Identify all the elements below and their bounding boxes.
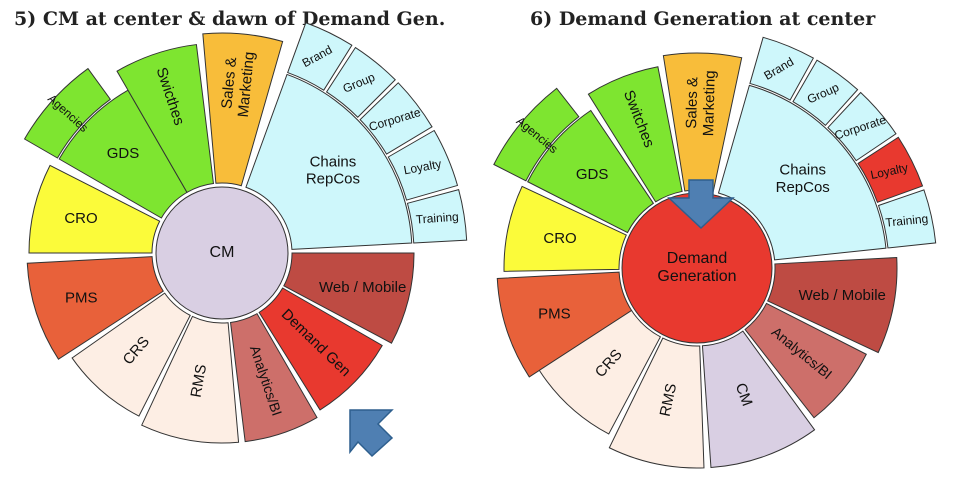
segment-agencies: Agencies (493, 87, 580, 182)
segment-training-label: Training (415, 210, 459, 227)
segment-gds-label: GDS (576, 166, 609, 183)
segment-brand-shape (749, 36, 815, 101)
segment-web-mobile-shape (767, 257, 898, 354)
segment-loyalty: Loyalty (387, 129, 459, 201)
segment-chains-repcos-shape (717, 84, 887, 261)
center-hub-label: CM (210, 244, 235, 261)
segment-cro-label: CRO (64, 210, 97, 227)
segment-rms-shape (608, 337, 705, 469)
segment-pms-shape (496, 271, 633, 378)
segment-cro-label: CRO (543, 230, 576, 247)
segment-cro: CRO (503, 185, 627, 272)
segment-training: Training (406, 188, 468, 244)
segment-pms: PMS (26, 256, 164, 360)
segment-brand: Brand (749, 36, 815, 101)
segment-loyalty-label: Loyalty (403, 157, 443, 178)
segment-switches: Switches (587, 66, 683, 203)
segment-corporate-shape (359, 82, 433, 155)
segment-cro-shape (28, 164, 161, 254)
segment-agencies-shape (493, 87, 580, 182)
segment-cm: CM (701, 330, 816, 469)
segment-crs-shape (538, 309, 662, 435)
segment-corporate: Corporate (827, 91, 897, 162)
segment-crs-shape (71, 292, 191, 417)
segment-analytics-bi: Analytics/BI (744, 302, 867, 419)
segment-loyalty-shape (387, 129, 459, 201)
segment-loyalty-shape (857, 136, 924, 203)
segment-chains-repcos-shape (245, 73, 413, 250)
segment-rms-label: RMS (657, 382, 681, 418)
segment-sales-marketing-label: Sales &Marketing (218, 49, 258, 118)
segment-sales-marketing-shape (202, 32, 284, 187)
segment-training-shape (877, 189, 937, 249)
pointer-arrow-icon (667, 179, 735, 230)
segment-web-mobile: Web / Mobile (283, 252, 415, 344)
segment-crs: CRS (71, 292, 191, 417)
segment-swicthes-shape (116, 44, 215, 194)
segment-cm-shape (701, 330, 816, 469)
segment-rms-shape (141, 315, 240, 444)
segment-rms-label: RMS (188, 363, 211, 399)
segment-sales-marketing: Sales &Marketing (662, 52, 743, 193)
segment-gds-shape (527, 109, 655, 234)
segment-pms-label: PMS (65, 290, 98, 307)
segment-web-mobile-label: Web / Mobile (319, 279, 406, 296)
segment-web-mobile: Web / Mobile (767, 257, 898, 354)
pointer-arrow-icon (349, 409, 394, 458)
segment-pms: PMS (496, 271, 633, 378)
segment-gds-label: GDS (107, 145, 140, 162)
segment-brand: Brand (287, 22, 353, 91)
segment-cm-label: CM (732, 381, 756, 409)
segment-group: Group (792, 59, 859, 127)
segment-analytics-bi: Analytics/BI (229, 312, 318, 443)
segment-switches-shape (587, 66, 683, 203)
segment-agencies: Agencies (23, 67, 112, 159)
segment-analytics-bi-shape (229, 312, 318, 443)
segment-rms: RMS (608, 337, 705, 469)
segment-cro-shape (503, 185, 627, 272)
panel-title-left: 5) CM at center & dawn of Demand Gen. (14, 8, 446, 30)
segment-brand-shape (287, 22, 353, 91)
panel-title-right: 6) Demand Generation at center (530, 8, 876, 30)
segment-loyalty: Loyalty (857, 136, 924, 203)
segment-group-shape (325, 46, 396, 118)
segment-training-shape (406, 188, 468, 244)
segment-group-shape (792, 59, 859, 127)
segment-training-label: Training (885, 212, 929, 230)
segment-gds-shape (58, 89, 188, 219)
segment-web-mobile-label: Web / Mobile (799, 287, 886, 304)
segment-rms: RMS (141, 315, 240, 444)
segment-cro: CRO (28, 164, 161, 254)
segment-pms-shape (26, 256, 164, 360)
center-hub: CM (155, 186, 289, 320)
segment-corporate-shape (827, 91, 897, 162)
segment-web-mobile-shape (283, 252, 415, 344)
center-hub-circle (155, 186, 289, 320)
segment-sales-marketing-label: Sales &Marketing (683, 70, 719, 137)
segment-corporate: Corporate (359, 82, 433, 155)
segment-agencies-shape (23, 67, 112, 159)
segment-group: Group (325, 46, 396, 118)
segment-gds: GDS (58, 89, 188, 219)
segment-gds: GDS (527, 109, 655, 234)
segment-analytics-bi-shape (744, 302, 867, 419)
segment-demand-gen-shape (258, 287, 383, 411)
segment-swicthes: Swicthes (116, 44, 215, 194)
segment-crs: CRS (538, 309, 662, 435)
segment-pms-label: PMS (538, 305, 571, 322)
segment-sales-marketing: Sales &Marketing (202, 32, 284, 187)
segment-training: Training (877, 189, 937, 249)
